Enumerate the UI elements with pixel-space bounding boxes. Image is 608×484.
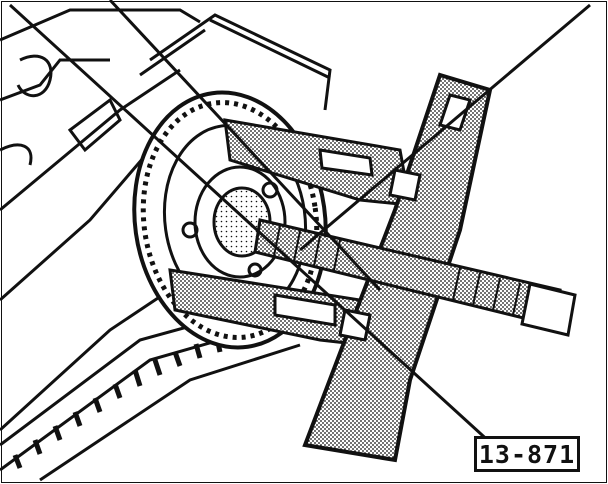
puller-upper-jaw <box>223 118 412 207</box>
belt-cover <box>139 13 332 111</box>
puller-spindle <box>253 218 577 337</box>
engine-housing <box>0 8 201 302</box>
leader-lines <box>8 0 591 467</box>
figure-number-label: 13-871 <box>474 436 580 472</box>
